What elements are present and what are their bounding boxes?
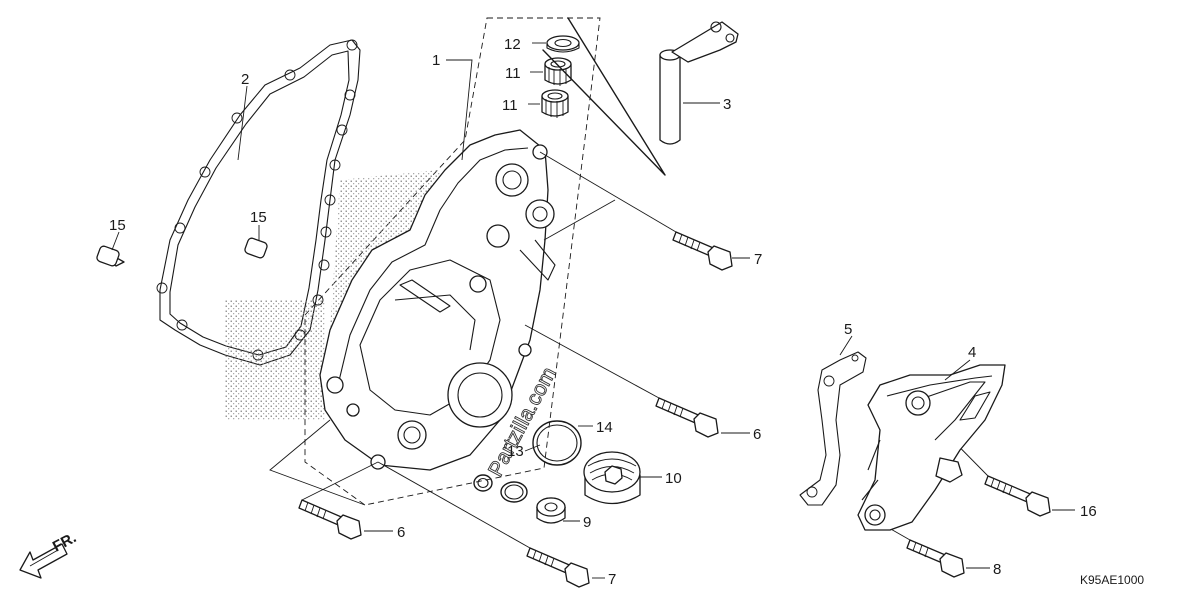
callout-4: 4 bbox=[968, 344, 976, 361]
bolt-6-lower bbox=[298, 499, 362, 540]
callout-1: 1 bbox=[432, 52, 440, 69]
leader-lines bbox=[111, 42, 1075, 579]
bolt-16 bbox=[984, 475, 1051, 517]
cap-10 bbox=[583, 451, 641, 505]
needle-bearing-upper bbox=[544, 57, 572, 86]
callout-10: 10 bbox=[665, 470, 682, 487]
callout-12: 12 bbox=[504, 36, 521, 53]
front-direction-arrow bbox=[19, 543, 68, 579]
callout-13: 13 bbox=[507, 443, 524, 460]
bolt-8 bbox=[906, 539, 965, 578]
needle-bearing-lower bbox=[541, 89, 569, 118]
oil-seal bbox=[546, 35, 580, 53]
callout-15-left: 15 bbox=[109, 217, 126, 234]
callout-labels: 1 2 3 4 5 6 6 7 7 8 9 10 11 11 12 13 14 … bbox=[109, 36, 1097, 588]
callout-6-lower: 6 bbox=[397, 524, 405, 541]
spindle-pipe bbox=[542, 17, 739, 176]
crankcase-cover bbox=[319, 129, 556, 471]
o-ring-14 bbox=[532, 420, 582, 466]
drawing-code: K95AE1000 bbox=[1080, 573, 1144, 587]
dowel-pin-right bbox=[244, 237, 268, 259]
callout-8: 8 bbox=[993, 561, 1001, 578]
callout-16: 16 bbox=[1080, 503, 1097, 520]
sprocket-gasket bbox=[799, 351, 867, 506]
sprocket-cover bbox=[857, 364, 1006, 531]
callout-14: 14 bbox=[596, 419, 613, 436]
bolt-6-right bbox=[655, 397, 719, 438]
bolt-7-upper bbox=[672, 231, 733, 271]
callout-3: 3 bbox=[723, 96, 731, 113]
callout-11-lower: 11 bbox=[502, 97, 518, 114]
callout-2: 2 bbox=[241, 71, 249, 88]
callout-7-lower: 7 bbox=[608, 571, 616, 588]
callout-15-right: 15 bbox=[250, 209, 267, 226]
callout-9: 9 bbox=[583, 514, 591, 531]
special-bolt-9 bbox=[536, 497, 566, 524]
callout-7-upper: 7 bbox=[754, 251, 762, 268]
o-ring-13 bbox=[473, 474, 528, 503]
bolt-7-lower bbox=[526, 547, 590, 588]
dowel-pin-left bbox=[96, 245, 125, 267]
callout-5: 5 bbox=[844, 321, 852, 338]
callout-6-right: 6 bbox=[753, 426, 761, 443]
callout-11-upper: 11 bbox=[505, 65, 521, 82]
